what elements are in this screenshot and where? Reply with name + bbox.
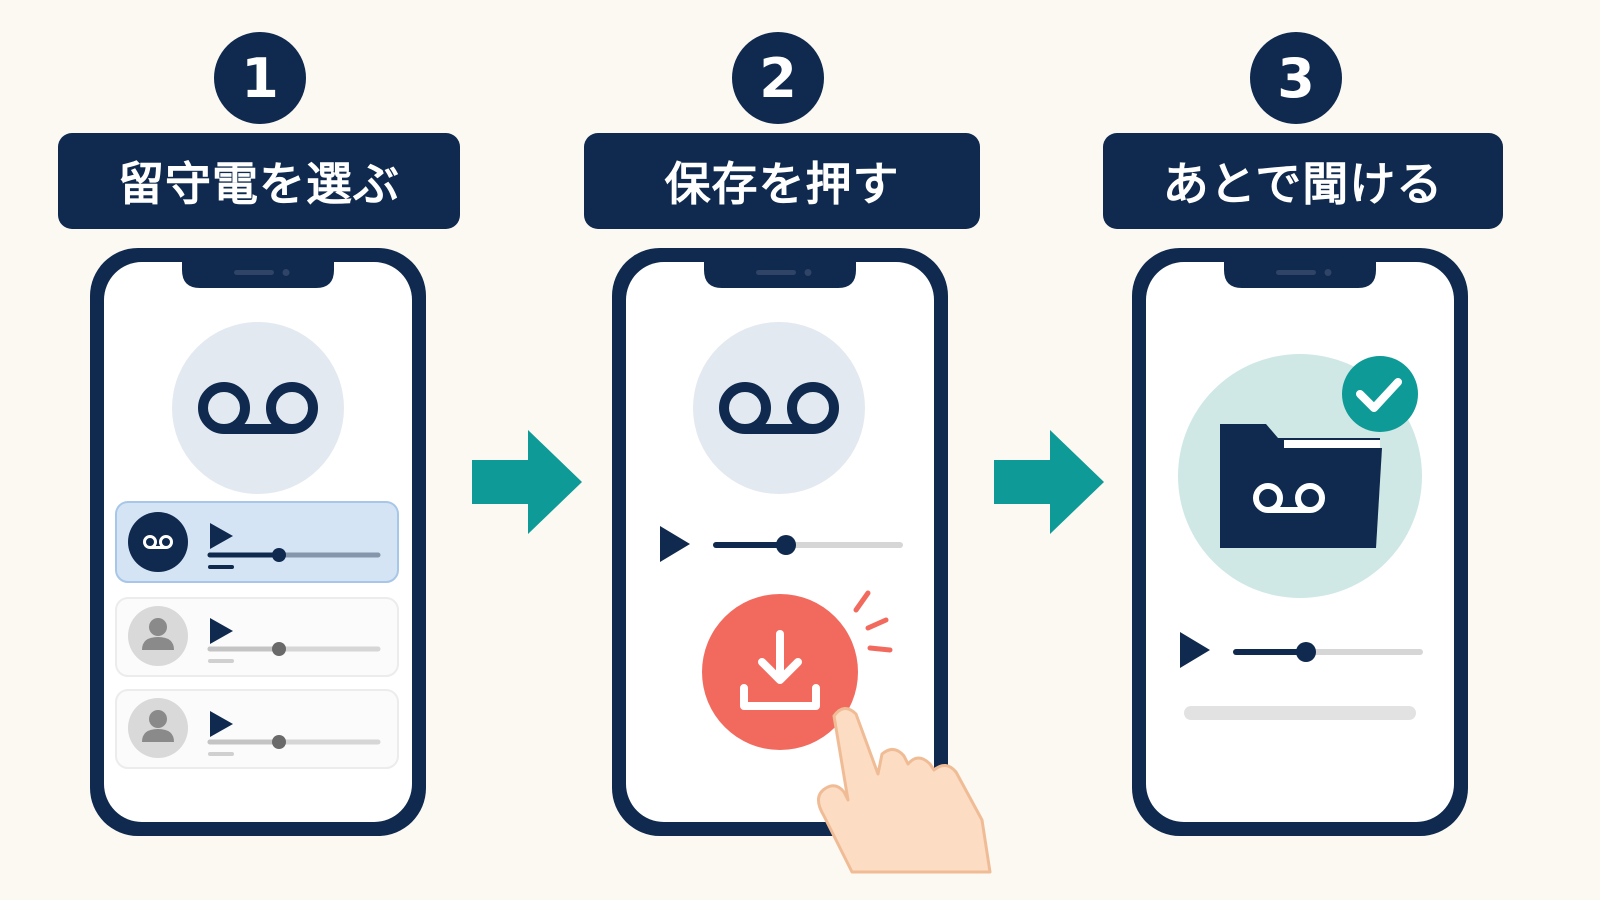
voicemail-icon-circle	[172, 322, 344, 494]
progress-knob[interactable]	[776, 535, 796, 555]
list-item-selected[interactable]	[115, 501, 399, 583]
voicemail-icon	[1253, 483, 1325, 513]
step-1-title: 留守電を選ぶ	[58, 133, 460, 229]
list-item[interactable]	[115, 689, 399, 769]
step-title-text: あとで聞ける	[1162, 157, 1444, 211]
step-3-badge: 3	[1250, 32, 1342, 124]
progress-knob[interactable]	[272, 735, 286, 749]
play-icon[interactable]	[660, 526, 690, 562]
step-number: 2	[759, 46, 797, 110]
arrow-right-icon	[994, 430, 1104, 534]
voicemail-icon-circle	[693, 322, 865, 494]
step-number: 1	[241, 46, 279, 110]
voicemail-icon	[198, 382, 318, 434]
tap-spark-icon	[853, 590, 893, 653]
step-1-badge: 1	[214, 32, 306, 124]
check-icon	[1342, 356, 1418, 432]
user-icon	[142, 618, 174, 650]
play-icon[interactable]	[210, 711, 233, 737]
list-item[interactable]	[115, 597, 399, 677]
phone-step-1	[90, 248, 426, 836]
step-3-title: あとで聞ける	[1103, 133, 1503, 229]
download-icon	[740, 630, 820, 710]
avatar	[128, 512, 188, 572]
play-icon[interactable]	[210, 618, 233, 644]
progress-knob[interactable]	[1296, 642, 1316, 662]
step-number: 3	[1277, 46, 1315, 110]
play-icon[interactable]	[210, 523, 233, 549]
phone-step-3	[1132, 248, 1468, 836]
voicemail-icon	[719, 382, 839, 434]
phone-step-2	[612, 248, 948, 836]
step-2-badge: 2	[732, 32, 824, 124]
progress-knob[interactable]	[272, 642, 286, 656]
step-2-title: 保存を押す	[584, 133, 980, 229]
voicemail-icon	[143, 535, 173, 549]
play-icon[interactable]	[1180, 632, 1210, 668]
step-title-text: 留守電を選ぶ	[118, 157, 400, 211]
save-button[interactable]	[702, 594, 858, 750]
text-placeholder-bar	[1184, 706, 1416, 720]
progress-knob[interactable]	[272, 548, 286, 562]
pointing-hand-icon	[817, 707, 992, 874]
user-icon	[142, 710, 174, 742]
step-title-text: 保存を押す	[664, 157, 900, 211]
arrow-right-icon	[472, 430, 582, 534]
